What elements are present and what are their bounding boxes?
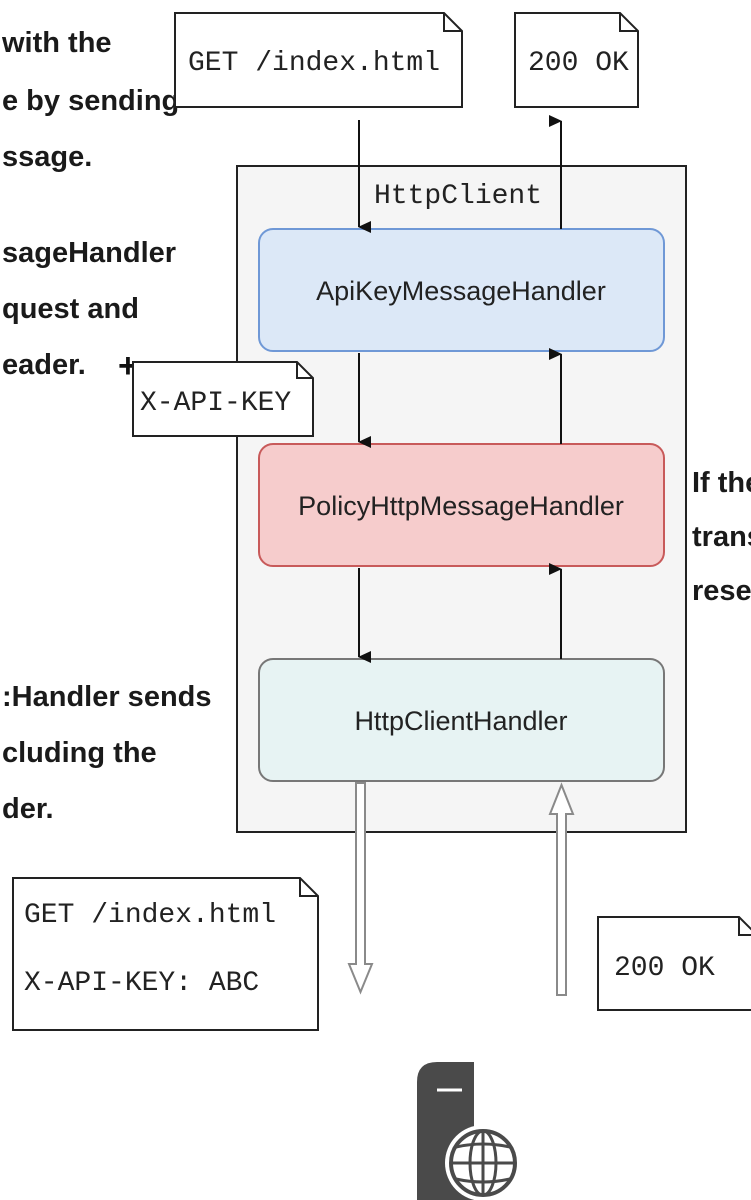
arrow-network-request (347, 782, 374, 995)
handler-policy-label: PolicyHttpMessageHandler (298, 491, 624, 521)
annotation-apikey-handler: sageHandler quest and eader. (2, 237, 184, 381)
request-note-text: GET /index.html (188, 48, 440, 79)
handler-clienthandler: HttpClientHandler (258, 658, 665, 782)
response-note: 200 OK (514, 12, 639, 108)
handler-apikey: ApiKeyMessageHandler (258, 228, 665, 352)
response-note-text: 200 OK (528, 48, 629, 79)
arrow-network-response (548, 782, 575, 996)
outgoing-request-note: GET /index.html X-API-KEY: ABC (12, 877, 319, 1031)
added-header-note: + X-API-KEY (118, 347, 314, 437)
handler-apikey-label: ApiKeyMessageHandler (316, 276, 606, 306)
incoming-response-note: 200 OK (597, 916, 751, 1011)
annotation-client-handler: :Handler sends cluding the der. (2, 681, 220, 825)
outgoing-request-line2: X-API-KEY: ABC (24, 968, 259, 999)
annotation-request-start: with the e by sending ssage. (1, 27, 187, 173)
incoming-response-text: 200 OK (614, 953, 715, 984)
server-globe-icon (417, 1062, 521, 1200)
request-note: GET /index.html (174, 12, 463, 108)
handler-clienthandler-label: HttpClientHandler (354, 706, 567, 736)
added-header-label: X-API-KEY (140, 388, 291, 419)
outgoing-request-line1: GET /index.html (24, 900, 276, 931)
annotation-policy-handler: If the trans reser (692, 467, 751, 607)
httpclient-title: HttpClient (374, 181, 542, 212)
handler-policy: PolicyHttpMessageHandler (258, 443, 665, 567)
